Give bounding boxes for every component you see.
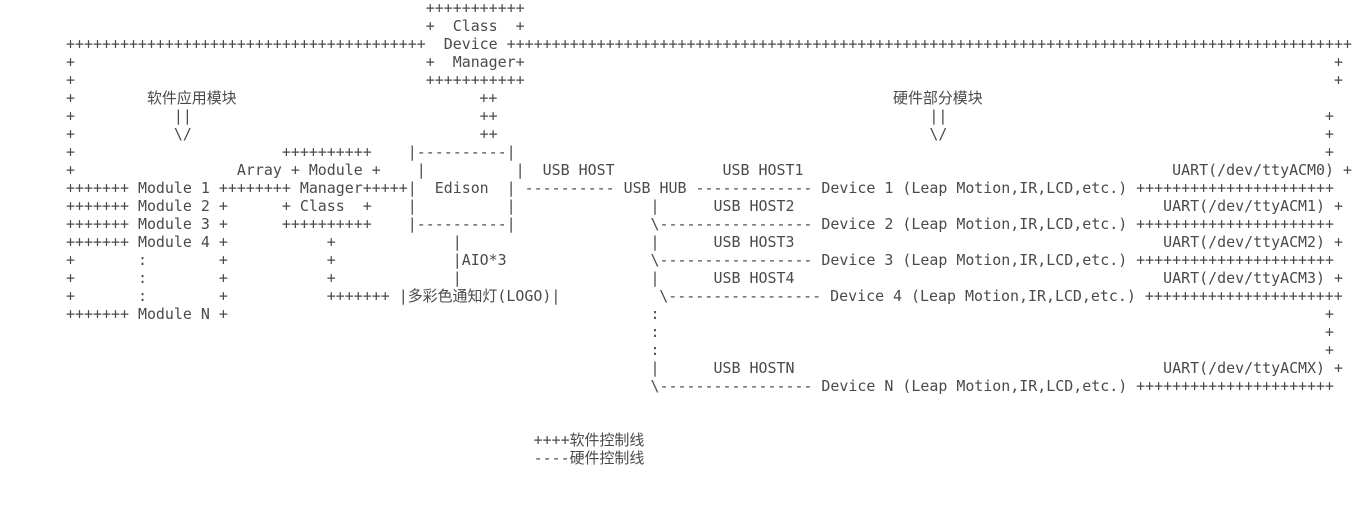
diagram-line: : +	[66, 323, 1335, 341]
diagram-line: + Class +	[66, 17, 525, 35]
diagram-line: + ++++++++++ |----------| +	[66, 143, 1335, 161]
diagram-line: +++++++ Module 2 + + Class + | | | USB H…	[66, 197, 1344, 215]
diagram-line: +++++++++++	[66, 0, 525, 17]
diagram-line	[66, 413, 1364, 431]
diagram-line: : +	[66, 341, 1335, 359]
diagram-line: + : + + | | USB HOST4 UART(/dev/ttyACM3)…	[66, 269, 1344, 287]
diagram-line: + \/ ++ \/ +	[66, 125, 1335, 143]
legend-software-line: ++++软件控制线	[66, 431, 645, 449]
diagram-line: +++++++ Module 4 + + | | USB HOST3 UART(…	[66, 233, 1344, 251]
architecture-diagram: +++++++++++ + Class ++++++++++++++++++++…	[66, 0, 1364, 467]
diagram-line: | USB HOSTN UART(/dev/ttyACMX) +	[66, 359, 1344, 377]
diagram-line: + || ++ || +	[66, 107, 1335, 125]
diagram-line: + 软件应用模块 ++ 硬件部分模块 +	[66, 89, 1364, 107]
diagram-line	[66, 395, 1364, 413]
diagram-line: ++++++++++++++++++++++++++++++++++++++++…	[66, 35, 1353, 53]
diagram-line: + + Manager+ +	[66, 53, 1344, 71]
diagram-line: +++++++ Module 1 ++++++++ Manager+++++| …	[66, 179, 1335, 197]
diagram-line: + Array + Module + | | USB HOST USB HOST…	[66, 161, 1353, 179]
diagram-line: +++++++ Module N + : +	[66, 305, 1335, 323]
diagram-line: \----------------- Device N (Leap Motion…	[66, 377, 1335, 395]
diagram-line: + +++++++++++ +	[66, 71, 1344, 89]
diagram-line: + : + + |AIO*3 \----------------- Device…	[66, 251, 1335, 269]
diagram-line: + : + +++++++ |多彩色通知灯(LOGO)| \----------…	[66, 287, 1343, 305]
diagram-line: +++++++ Module 3 + ++++++++++ |---------…	[66, 215, 1335, 233]
legend-hardware-line: ----硬件控制线	[66, 449, 645, 467]
